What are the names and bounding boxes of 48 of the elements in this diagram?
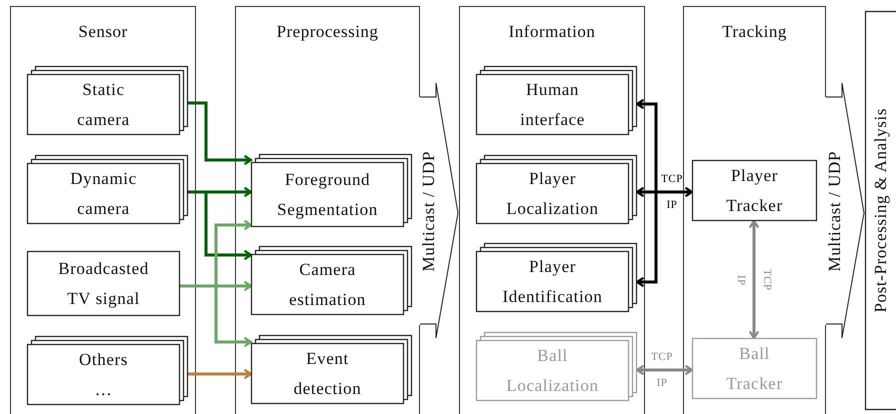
- stacked-process-box: [27, 336, 188, 405]
- box-label: Player Identification: [502, 256, 604, 308]
- protocol-label: Multicast / UDP: [418, 150, 439, 272]
- box-label: Broadcasted TV signal: [57, 258, 150, 310]
- stacked-process-box: [476, 243, 637, 312]
- edge-label: TCP IP: [734, 268, 774, 293]
- connector-arrow: [636, 186, 694, 198]
- protocol-label: Multicast / UDP: [824, 150, 845, 272]
- stacked-process-box: [476, 332, 637, 401]
- column-panel: [10, 6, 196, 414]
- connector-arrow: [636, 364, 694, 376]
- edge-label: TCP IP: [660, 172, 684, 213]
- process-box: [27, 251, 180, 316]
- box-label: Static camera: [76, 78, 131, 130]
- box-label: Human interface: [519, 78, 586, 130]
- stacked-process-box: [476, 66, 637, 135]
- box-label: Player Tracker: [725, 164, 784, 216]
- stage-box: [865, 11, 896, 410]
- connector-arrow: [188, 102, 252, 166]
- box-label: Camera estimation: [288, 258, 367, 310]
- stacked-process-box: [251, 154, 412, 227]
- stage-label: Post-Processing & Analysis: [870, 108, 891, 313]
- column-panel: [683, 6, 826, 414]
- connector-arrow: [188, 190, 252, 260]
- process-box: [692, 338, 817, 399]
- box-label: Dynamic camera: [69, 168, 138, 220]
- connector-arrow: [180, 284, 252, 348]
- column-heading: Sensor: [77, 22, 129, 42]
- box-label: Others …: [78, 348, 129, 400]
- stacked-process-box: [476, 155, 637, 224]
- edge-label: TCP IP: [650, 350, 674, 391]
- column-heading: Preprocessing: [276, 22, 380, 42]
- stacked-process-box: [27, 155, 188, 224]
- box-label: Ball Tracker: [725, 342, 784, 394]
- box-label: Event detection: [292, 348, 362, 400]
- box-label: Ball Localization: [505, 344, 600, 396]
- stacked-process-box: [251, 335, 412, 404]
- stacked-process-box: [27, 66, 188, 135]
- connector-arrow: [748, 220, 760, 340]
- box-label: Player Localization: [505, 168, 600, 220]
- stacked-process-box: [251, 246, 412, 315]
- process-box: [692, 160, 817, 221]
- column-heading: Information: [508, 22, 596, 42]
- column-panel: [459, 6, 645, 414]
- connector-arrow: [188, 368, 252, 380]
- column-panel: [235, 6, 420, 414]
- box-label: Foreground Segmentation: [276, 168, 379, 221]
- column-heading: Tracking: [721, 22, 788, 42]
